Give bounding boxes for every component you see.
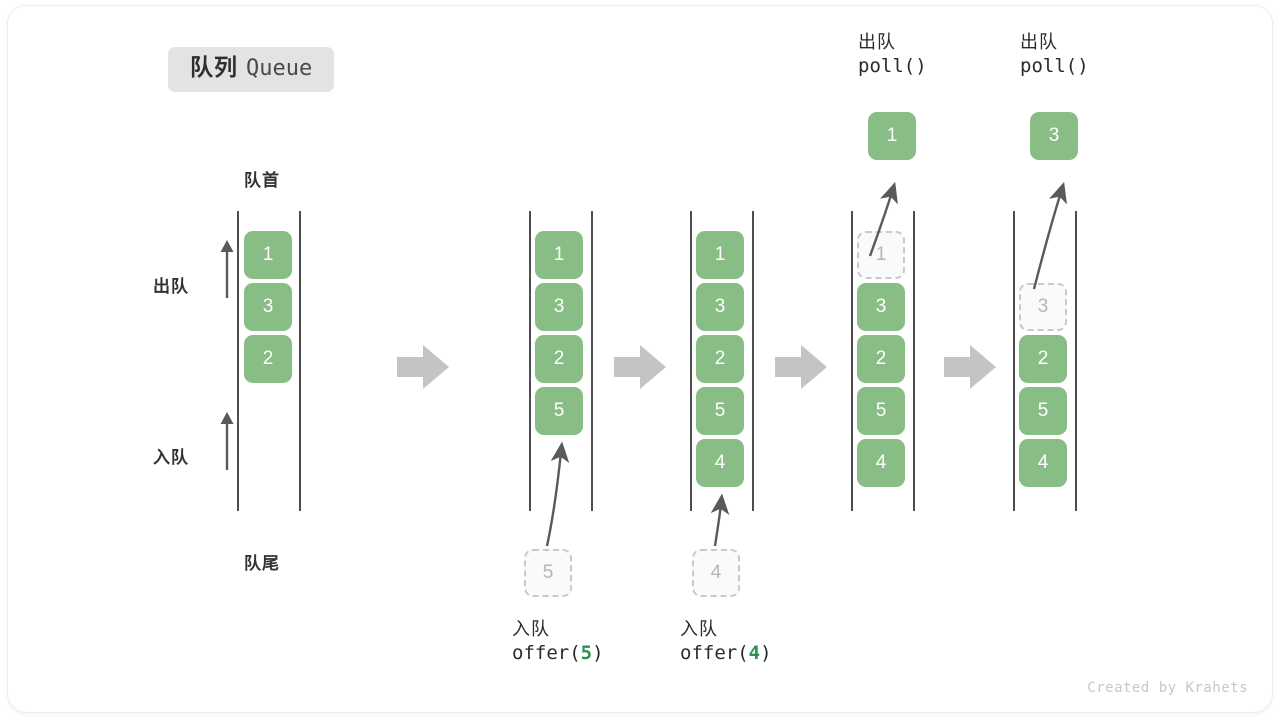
queue-rail-right-col1 <box>299 211 301 511</box>
queue-rail-right-col2 <box>591 211 593 511</box>
queue-cell-ghost: 1 <box>857 231 905 279</box>
popped-element: 1 <box>868 112 916 160</box>
queue-rail-left-col5 <box>1013 211 1015 511</box>
incoming-element-ghost: 5 <box>524 549 572 597</box>
operation-label-cn: 入队 <box>680 619 718 639</box>
operation-label-offer-4: 入队 offer(4) <box>680 618 772 665</box>
queue-cell: 3 <box>244 283 292 331</box>
enqueue-motion-arrow-4 <box>710 493 730 547</box>
queue-cell: 4 <box>857 439 905 487</box>
queue-cell: 3 <box>535 283 583 331</box>
enqueue-arrow-icon <box>220 412 234 470</box>
operation-label-cn: 出队 <box>1020 32 1058 52</box>
code-suffix: ) <box>915 55 927 78</box>
queue-cell: 5 <box>535 387 583 435</box>
diagram-card: 队列 Queue 队首 队尾 出队 入队 1 3 2 1 3 2 5 5 入队 o… <box>8 6 1272 712</box>
code-suffix: ) <box>760 642 772 665</box>
code-prefix: poll( <box>1020 55 1078 78</box>
step-arrow-icon <box>397 345 449 389</box>
operation-label-code: offer(5) <box>512 641 604 665</box>
queue-rail-right-col4 <box>913 211 915 511</box>
title-badge: 队列 Queue <box>168 47 335 92</box>
code-prefix: poll( <box>858 55 916 78</box>
operation-label-code: poll() <box>858 54 927 78</box>
queue-cell: 1 <box>244 231 292 279</box>
enqueue-direction-label: 入队 <box>153 448 189 467</box>
queue-cell: 3 <box>857 283 905 331</box>
queue-rail-right-col3 <box>752 211 754 511</box>
operation-label-poll-3: 出队 poll() <box>1020 31 1089 78</box>
queue-rail-left-col1 <box>237 211 239 511</box>
dequeue-direction-label: 出队 <box>153 277 189 296</box>
diagram-stage: 队列 Queue 队首 队尾 出队 入队 1 3 2 1 3 2 5 5 入队 o… <box>8 6 1272 712</box>
footer-credit: Created by Krahets <box>1087 680 1248 696</box>
rear-label: 队尾 <box>244 554 280 573</box>
queue-rail-right-col5 <box>1075 211 1077 511</box>
operation-label-offer-5: 入队 offer(5) <box>512 618 604 665</box>
operation-label-poll-1: 出队 poll() <box>858 31 927 78</box>
queue-cell: 2 <box>696 335 744 383</box>
dequeue-arrow-icon <box>220 240 234 298</box>
queue-cell: 5 <box>857 387 905 435</box>
code-arg: 4 <box>748 642 761 665</box>
queue-cell: 5 <box>696 387 744 435</box>
queue-rail-left-col4 <box>851 211 853 511</box>
popped-element: 3 <box>1030 112 1078 160</box>
operation-label-code: poll() <box>1020 54 1089 78</box>
code-suffix: ) <box>1077 55 1089 78</box>
operation-label-code: offer(4) <box>680 641 772 665</box>
queue-cell: 3 <box>696 283 744 331</box>
queue-cell: 1 <box>535 231 583 279</box>
queue-cell: 2 <box>535 335 583 383</box>
step-arrow-icon <box>944 345 996 389</box>
dequeue-motion-arrow-3 <box>1032 181 1067 290</box>
queue-cell: 5 <box>1019 387 1067 435</box>
queue-cell-ghost: 3 <box>1019 283 1067 331</box>
code-arg: 5 <box>580 642 593 665</box>
enqueue-motion-arrow-5 <box>545 441 570 547</box>
queue-cell: 4 <box>1019 439 1067 487</box>
queue-cell: 2 <box>1019 335 1067 383</box>
front-label: 队首 <box>244 171 280 190</box>
title-en: Queue <box>246 56 313 81</box>
code-prefix: offer( <box>680 642 749 665</box>
code-prefix: offer( <box>512 642 581 665</box>
queue-cell: 1 <box>696 231 744 279</box>
step-arrow-icon <box>614 345 666 389</box>
title-cn: 队列 <box>190 54 238 80</box>
operation-label-cn: 出队 <box>858 32 896 52</box>
queue-cell: 4 <box>696 439 744 487</box>
step-arrow-icon <box>775 345 827 389</box>
queue-cell: 2 <box>244 335 292 383</box>
code-suffix: ) <box>592 642 604 665</box>
incoming-element-ghost: 4 <box>692 549 740 597</box>
queue-rail-left-col2 <box>529 211 531 511</box>
queue-cell: 2 <box>857 335 905 383</box>
queue-rail-left-col3 <box>690 211 692 511</box>
operation-label-cn: 入队 <box>512 619 550 639</box>
